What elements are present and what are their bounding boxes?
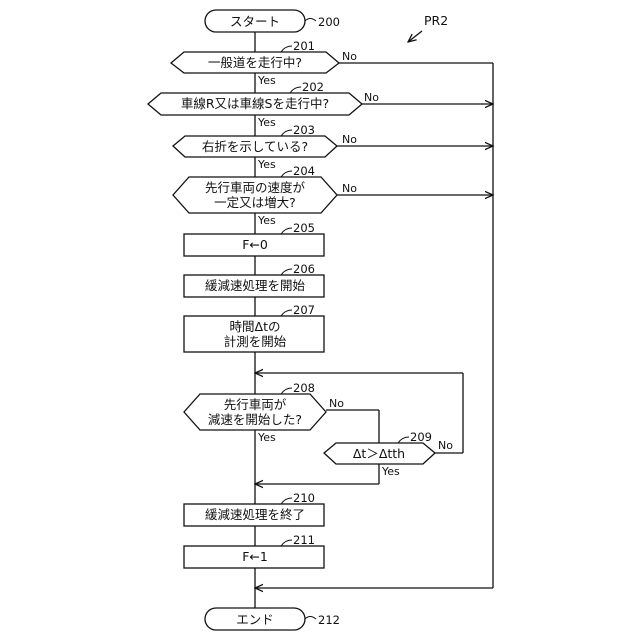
svg-text:車線R又は車線Sを走行中?: 車線R又は車線Sを走行中?: [181, 96, 329, 111]
svg-text:F←1: F←1: [242, 549, 268, 564]
svg-text:205: 205: [293, 221, 315, 235]
svg-text:No: No: [438, 439, 453, 452]
svg-text:204: 204: [293, 164, 315, 178]
svg-text:Yes: Yes: [257, 116, 276, 129]
svg-text:一定又は増大?: 一定又は増大?: [214, 195, 296, 210]
svg-text:206: 206: [293, 262, 315, 276]
process-210: 緩減速処理を終了 210: [184, 491, 324, 526]
svg-text:209: 209: [410, 430, 432, 444]
svg-text:208: 208: [293, 381, 315, 395]
process-205: F←0 205: [184, 221, 324, 256]
svg-text:PR2: PR2: [424, 13, 448, 28]
figure-label: PR2: [408, 13, 448, 42]
decision-204: 先行車両の速度が 一定又は増大? 204 Yes No: [173, 164, 357, 227]
svg-text:No: No: [342, 50, 357, 63]
end-label: エンド: [236, 612, 274, 627]
svg-text:Yes: Yes: [257, 74, 276, 87]
process-206: 緩減速処理を開始 206: [184, 262, 324, 297]
svg-text:Δt＞Δtth: Δt＞Δtth: [353, 446, 405, 461]
process-211: F←1 211: [184, 533, 324, 568]
decision-201: 一般道を走行中? 201 Yes No: [171, 39, 357, 87]
svg-text:Yes: Yes: [257, 431, 276, 444]
svg-text:No: No: [342, 182, 357, 195]
svg-text:時間Δtの: 時間Δtの: [230, 319, 281, 334]
svg-text:緩減速処理を開始: 緩減速処理を開始: [205, 278, 306, 293]
svg-text:Yes: Yes: [257, 158, 276, 171]
decision-208: 先行車両が 減速を開始した? 208 Yes No: [184, 381, 344, 444]
svg-text:Yes: Yes: [257, 214, 276, 227]
svg-text:緩減速処理を終了: 緩減速処理を終了: [205, 507, 305, 522]
start-terminal: スタート 200: [205, 10, 340, 32]
ref-200: 200: [318, 15, 340, 29]
svg-text:203: 203: [293, 123, 315, 137]
svg-text:207: 207: [293, 303, 315, 317]
decision-202: 車線R又は車線Sを走行中? 202 Yes No: [148, 80, 379, 129]
end-terminal: エンド 212: [205, 608, 340, 630]
svg-text:No: No: [329, 397, 344, 410]
svg-text:No: No: [364, 91, 379, 104]
svg-text:No: No: [342, 133, 357, 146]
svg-text:減速を開始した?: 減速を開始した?: [208, 412, 302, 427]
start-label: スタート: [230, 14, 280, 29]
svg-text:F←0: F←0: [242, 237, 268, 252]
svg-text:右折を示している?: 右折を示している?: [202, 139, 308, 154]
svg-text:211: 211: [293, 533, 315, 547]
svg-text:先行車両の速度が: 先行車両の速度が: [205, 180, 306, 195]
process-207: 時間Δtの 計測を開始 207: [184, 303, 324, 352]
svg-text:Yes: Yes: [381, 465, 400, 478]
decision-203: 右折を示している? 203 Yes No: [173, 123, 357, 171]
svg-text:210: 210: [293, 491, 315, 505]
decision-209: Δt＞Δtth 209 Yes No: [324, 430, 453, 478]
svg-text:202: 202: [302, 80, 324, 94]
svg-text:計測を開始: 計測を開始: [224, 334, 287, 349]
svg-text:先行車両が: 先行車両が: [224, 397, 287, 412]
svg-text:一般道を走行中?: 一般道を走行中?: [208, 55, 302, 70]
svg-text:201: 201: [293, 39, 315, 53]
ref-212: 212: [318, 613, 340, 627]
